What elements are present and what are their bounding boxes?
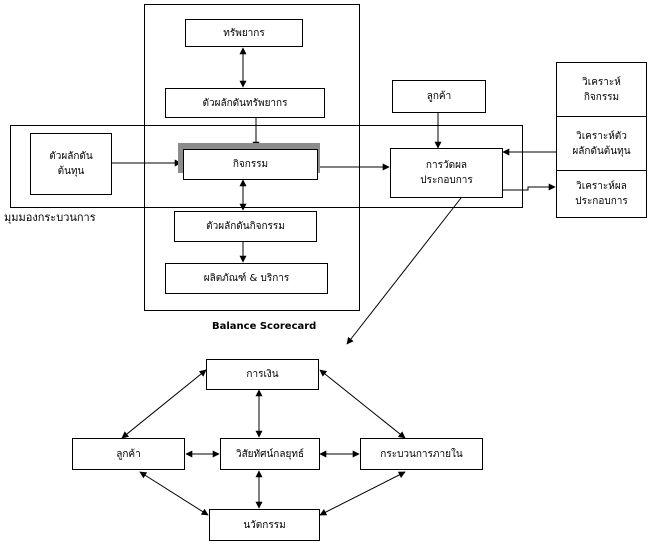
vision-box: วิสัยทัศน์กลยุทธ์ xyxy=(220,438,320,470)
activities-label: กิจกรรม xyxy=(232,159,269,170)
activities-box: กิจกรรม xyxy=(183,149,318,180)
performance-box: การวัดผล ประกอบการ xyxy=(390,148,503,198)
performance-line-2: ประกอบการ xyxy=(420,175,473,186)
customer-label: ลูกค้า xyxy=(426,91,452,102)
activity-drivers-label: ตัวผลักดันกิจกรรม xyxy=(206,221,285,232)
arrow-performance-analysis xyxy=(503,183,556,191)
activity-drivers-box: ตัวผลักดันกิจกรรม xyxy=(174,211,317,242)
vision-label: วิสัยทัศน์กลยุทธ์ xyxy=(235,448,305,460)
analyze-performance-line-1: วิเคราะห์ผล xyxy=(576,181,627,192)
innovation-box: นวัตกรรม xyxy=(209,509,320,541)
analyze-cost-drivers-box: วิเคราะห์ตัว ผลักดันต้นทุน xyxy=(556,116,647,171)
resources-box: ทรัพยากร xyxy=(185,19,303,47)
bsc-customer-box: ลูกค้า xyxy=(72,438,185,470)
arrow-internal-innovation xyxy=(319,471,406,516)
analyze-cost-drivers-line-2: ผลักดันต้นทุน xyxy=(572,145,631,157)
cost-assignment-frame xyxy=(144,4,360,311)
scorecard-title: Balance Scorecard xyxy=(212,321,317,332)
innovation-label: นวัตกรรม xyxy=(243,519,286,531)
analyze-cost-drivers-line-1: วิเคราะห์ตัว xyxy=(576,130,627,142)
internal-process-label: กระบวนการภายใน xyxy=(380,448,463,460)
analyze-performance-box: วิเคราะห์ผล ประกอบการ xyxy=(556,170,647,218)
analyze-activities-line-2: กิจกรรม xyxy=(583,91,620,103)
analyze-performance-line-2: ประกอบการ xyxy=(575,196,628,207)
process-view-frame xyxy=(10,125,523,208)
analyze-activities-line-1: วิเคราะห์ xyxy=(582,76,621,88)
analyze-activities-box: วิเคราะห์ กิจกรรม xyxy=(556,62,647,117)
internal-process-box: กระบวนการภายใน xyxy=(360,438,483,470)
customer-box: ลูกค้า xyxy=(392,80,486,113)
process-view-label: มุมมองกระบวนการ xyxy=(4,211,96,224)
resource-drivers-box: ตัวผลักดันทรัพยากร xyxy=(165,88,325,118)
bsc-customer-label: ลูกค้า xyxy=(116,448,141,460)
financial-box: การเงิน xyxy=(206,359,319,390)
resource-drivers-label: ตัวผลักดันทรัพยากร xyxy=(202,97,288,109)
financial-label: การเงิน xyxy=(246,369,279,380)
cost-drivers-line-1: ตัวผลักดัน xyxy=(49,151,93,162)
arrow-performance-scorecard xyxy=(346,197,462,345)
arrow-customer-innovation xyxy=(139,471,209,516)
performance-line-1: การวัดผล xyxy=(425,160,468,171)
products-box: ผลิตภัณฑ์ & บริการ xyxy=(165,263,328,294)
cost-drivers-box: ตัวผลักดัน ต้นทุน xyxy=(30,133,112,195)
resources-label: ทรัพยากร xyxy=(223,27,265,39)
arrow-financial-internal xyxy=(319,369,406,439)
products-label: ผลิตภัณฑ์ & บริการ xyxy=(203,273,290,284)
cost-drivers-line-2: ต้นทุน xyxy=(57,166,85,177)
arrow-financial-customer xyxy=(121,369,207,439)
